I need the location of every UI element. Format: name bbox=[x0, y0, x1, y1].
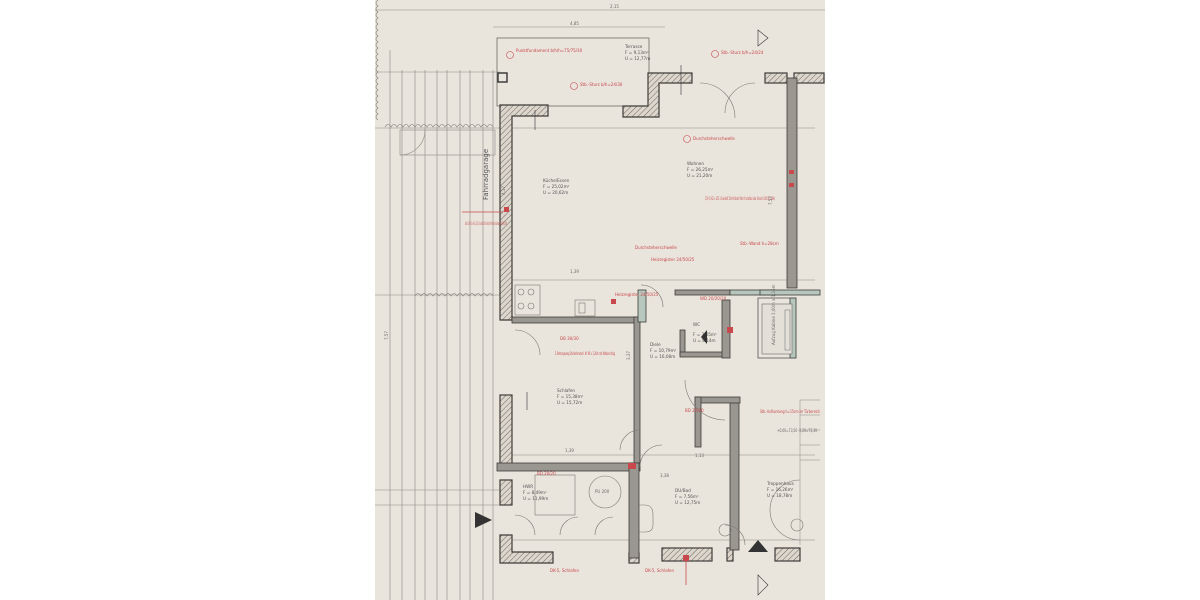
dimension-labels: 4,85 2,15 1,39 1,39 3,38 1,13 4,17 3,37 … bbox=[384, 4, 773, 478]
svg-text:F = 8,49m²: F = 8,49m² bbox=[523, 490, 547, 495]
section-markers bbox=[475, 29, 769, 596]
svg-text:1,39: 1,39 bbox=[565, 448, 574, 453]
annotation-sturz: Stb.-Sturz b/h=24/30 bbox=[580, 82, 623, 87]
svg-text:U = 20,62m: U = 20,62m bbox=[543, 190, 568, 195]
svg-text:DK-5, Schlafen: DK-5, Schlafen bbox=[550, 568, 580, 573]
svg-text:U = 12,77m: U = 12,77m bbox=[625, 56, 650, 61]
fixtures bbox=[514, 284, 804, 541]
svg-text:7,57: 7,57 bbox=[768, 196, 773, 205]
carport-label: Fahrradgarage bbox=[482, 149, 490, 200]
svg-text:U = 16,08m: U = 16,08m bbox=[650, 354, 675, 359]
svg-text:4,17: 4,17 bbox=[501, 186, 506, 195]
annotation-hoehe: +0,00=73,50 -0,20=73,30 bbox=[777, 428, 817, 433]
svg-text:F = 25,02m²: F = 25,02m² bbox=[543, 184, 570, 189]
annotation-heizregister: Heizregister 24/50/25 bbox=[651, 257, 695, 262]
room-name-bad: DU/Bad bbox=[675, 488, 691, 493]
terrace-outline bbox=[496, 37, 650, 107]
svg-text:Heizregister 24/50/25: Heizregister 24/50/25 bbox=[615, 292, 659, 297]
svg-text:F = 9,13m²: F = 9,13m² bbox=[625, 50, 649, 55]
svg-text:U = 18,78m: U = 18,78m bbox=[767, 493, 792, 498]
svg-text:F = 15,38m²: F = 15,38m² bbox=[557, 394, 584, 399]
svg-text:PU 200: PU 200 bbox=[595, 489, 610, 494]
svg-text:2,15: 2,15 bbox=[610, 4, 619, 9]
svg-text:F = 16,26m²: F = 16,26m² bbox=[767, 487, 794, 492]
annotations: Punktfundament b/h/h=75/75/30 Stb.-Sturz… bbox=[462, 48, 820, 585]
room-name-terrasse: Terrasse bbox=[624, 44, 643, 49]
hedge-line bbox=[414, 293, 494, 297]
doors bbox=[514, 82, 756, 546]
elevator-label: Aufzug Kabine 1,00m x 1,25m bbox=[771, 284, 776, 345]
floor-plan-sheet: Fahrradgarage bbox=[375, 0, 825, 600]
dimension-grid bbox=[375, 9, 825, 600]
room-name-schlafen: Schlafen bbox=[557, 388, 575, 393]
room-name-diele: Diele bbox=[650, 342, 661, 347]
svg-text:U = 15,72m: U = 15,72m bbox=[557, 400, 582, 405]
svg-text:F = 7,56m²: F = 7,56m² bbox=[675, 494, 699, 499]
svg-text:U = 21,20m: U = 21,20m bbox=[687, 173, 712, 178]
annotation-lueftung: 3,5P; 1 HE2 ± 3/51-3 Grundluft 15m³/h Be… bbox=[705, 196, 775, 201]
annotation-wand: Stb.-Wand h=28cm bbox=[740, 241, 779, 246]
svg-text:4,85: 4,85 bbox=[570, 21, 579, 26]
staircase bbox=[799, 399, 820, 545]
annotation-fundament: Punktfundament b/h/h=75/75/30 bbox=[516, 48, 583, 53]
svg-text:DB 30/30: DB 30/30 bbox=[560, 336, 579, 341]
annotation-durchstehschwelle: Durchsteherschwelle bbox=[693, 136, 735, 141]
hedge-line bbox=[384, 124, 494, 128]
annotation-aufkantung: Stb.-Aufkantung h=15cm im Türbereich bbox=[760, 409, 820, 414]
svg-text:1,39: 1,39 bbox=[570, 269, 579, 274]
svg-text:BD 20/20: BD 20/20 bbox=[537, 471, 556, 476]
svg-text:F = 26,25m²: F = 26,25m² bbox=[687, 167, 714, 172]
room-name-kueche: Küche/Essen bbox=[543, 178, 570, 183]
room-name-wohnen: Wohnen bbox=[687, 161, 704, 166]
svg-text:3,38: 3,38 bbox=[660, 473, 669, 478]
annotation-sturz-2: Stb.-Sturz b/h=24/24 bbox=[721, 50, 764, 55]
room-labels: Terrasse F = 9,13m² U = 12,77m Küche/Ess… bbox=[523, 44, 794, 505]
svg-text:BD 20/20: BD 20/20 bbox=[685, 408, 704, 413]
annotation-durchstehschwelle-2: Durchsteherschwelle bbox=[635, 245, 677, 250]
room-name-hwr: HWR bbox=[523, 484, 533, 489]
floor-plan-drawing: Fahrradgarage bbox=[375, 0, 825, 600]
svg-text:DK-5, Schlafen: DK-5, Schlafen bbox=[645, 568, 675, 573]
svg-text:WD 20/20/20: WD 20/20/20 bbox=[700, 296, 727, 301]
svg-text:1,13: 1,13 bbox=[695, 453, 704, 458]
svg-text:F = 10,79m²: F = 10,79m² bbox=[650, 348, 677, 353]
room-name-wc: WC bbox=[693, 322, 700, 327]
annotation-rettungsweg: 2.Rettungsweg Stufenfenster I.M. 90 x 1,… bbox=[555, 351, 615, 356]
svg-text:U = 11,99m: U = 11,99m bbox=[523, 496, 548, 501]
svg-text:7,57: 7,57 bbox=[384, 331, 389, 340]
room-name-treppenhaus: Treppenhaus bbox=[766, 481, 794, 486]
svg-text:3,37: 3,37 bbox=[626, 351, 631, 360]
svg-text:U = 12,75m: U = 12,75m bbox=[675, 500, 700, 505]
elevator-shaft: Aufzug Kabine 1,00m x 1,25m bbox=[757, 284, 797, 359]
annotation-kueche-luft: Küche 3,5P; 401 ± H-02 ± 3/51-3 Grundluf… bbox=[465, 221, 507, 226]
